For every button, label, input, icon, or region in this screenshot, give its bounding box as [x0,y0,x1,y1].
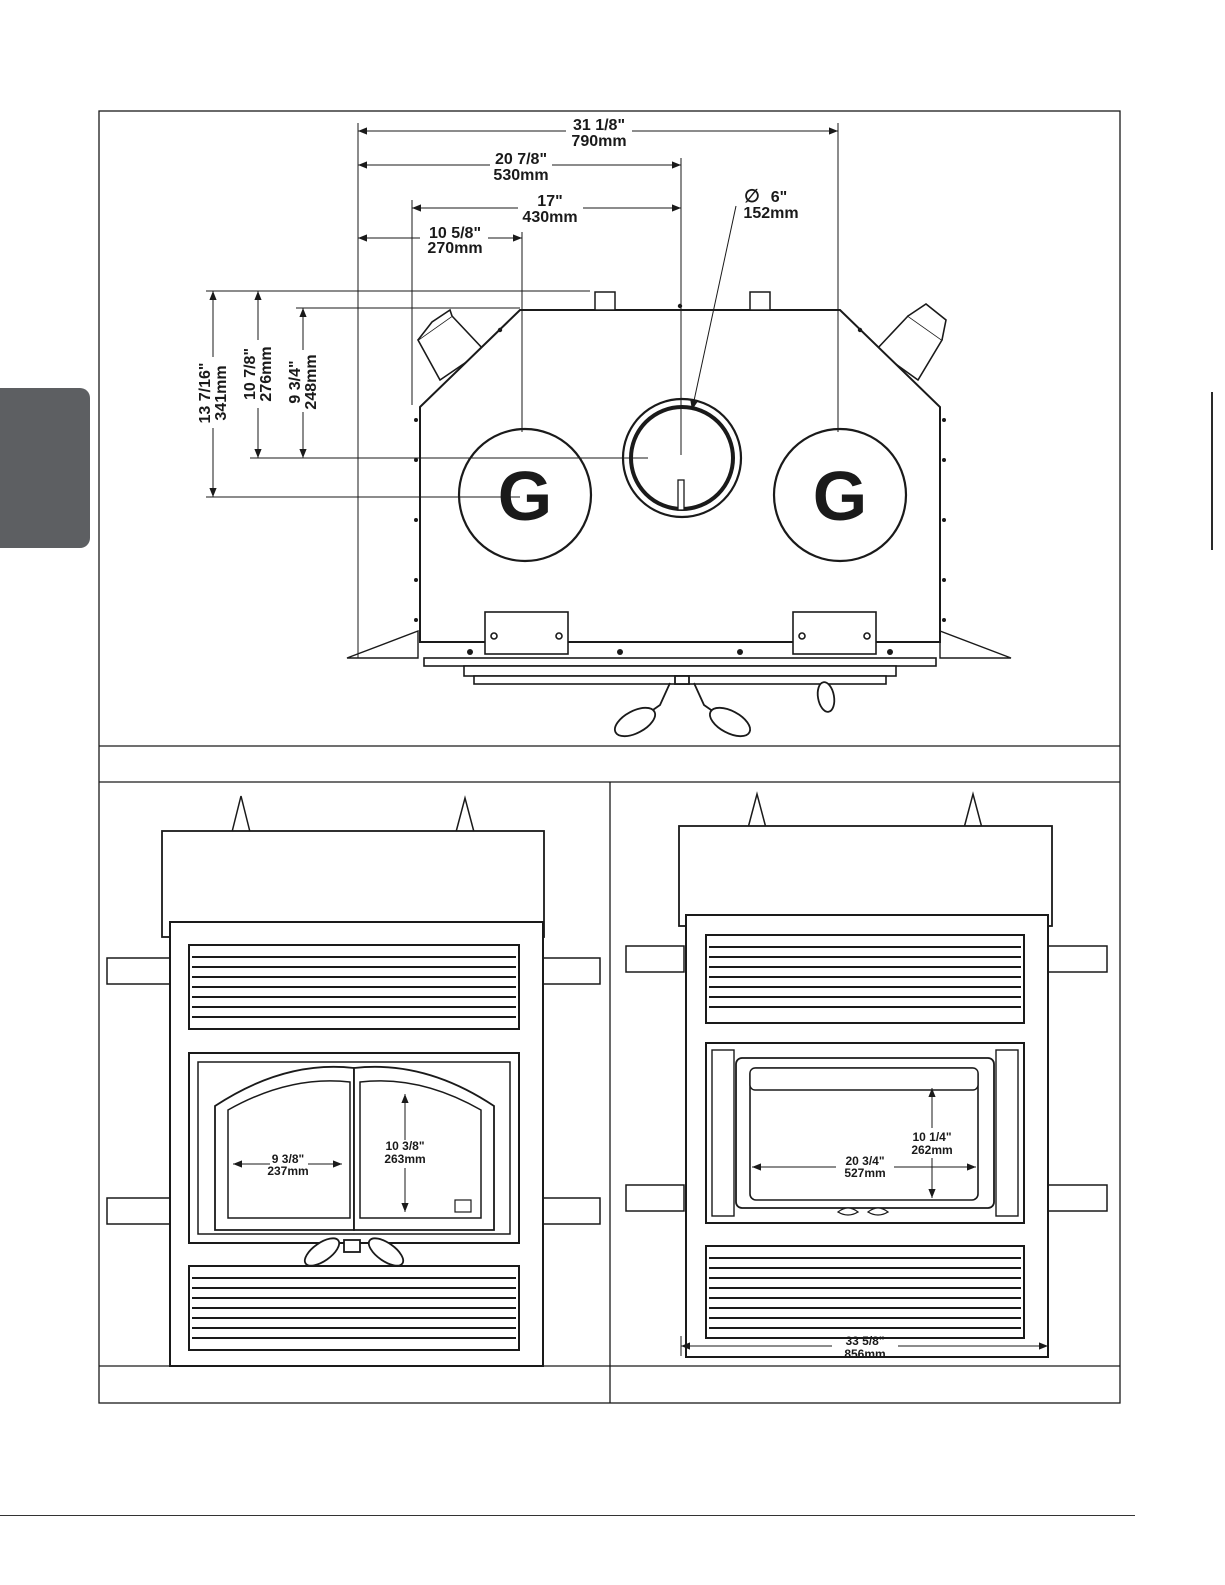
front-view-left: 9 3/8" 237mm 10 3/8" 263mm [107,796,600,1366]
dim-depth-port-mm: 248mm [303,354,320,409]
dim-glass-height-right-in: 10 1/4" [912,1130,951,1144]
dim-glass-width-left-mm: 237mm [267,1164,308,1178]
top-louver-slats-right [709,947,1021,1007]
dim-right-port-in: 17" [537,193,562,210]
dim-glass-width-right-mm: 527mm [844,1166,885,1180]
dim-right-port-mm: 430mm [522,209,577,226]
right-knockout-label: G [813,457,867,535]
dim-glass-height-right-mm: 262mm [911,1143,952,1157]
top-stub-left [595,292,615,310]
top-view: G G [197,117,1011,742]
left-knockout-label: G [498,457,552,535]
dim-depth-flue-mm: 276mm [258,346,275,401]
door-handles [610,676,836,742]
dim-overall-width-right-mm: 856mm [844,1347,885,1361]
top-stub-right [750,292,770,310]
dim-glass-height-left-in: 10 3/8" [385,1139,424,1153]
dim-overall-width-mm: 790mm [571,133,626,150]
dim-center-flue-mm: 530mm [493,167,548,184]
dim-glass-height-left-mm: 263mm [384,1152,425,1166]
dim-depth-total-mm: 341mm [213,365,230,420]
dim-overall-width-right-in: 33 5/8" [845,1334,884,1348]
dim-depth-total-in: 13 7/16" [197,363,214,424]
dim-left-port-mm: 270mm [427,240,482,257]
right-flange [940,631,1011,658]
front-view-right: 10 1/4" 262mm 20 3/4" 527mm 33 5/8" 856m… [626,794,1107,1361]
dim-flue-diameter-mm: 152mm [743,205,798,222]
dim-depth-flue-in: 10 7/8" [242,348,259,400]
dim-flue-diameter-in: 6" [771,189,787,206]
dim-flue-diameter-symbol: ∅ [744,186,760,206]
bottom-louver-slats [192,1278,516,1338]
dim-center-flue-in: 20 7/8" [495,151,547,168]
top-louver-slats [192,957,516,1017]
dim-overall-width-in: 31 1/8" [573,117,625,134]
dim-depth-port-in: 9 3/4" [287,360,304,403]
